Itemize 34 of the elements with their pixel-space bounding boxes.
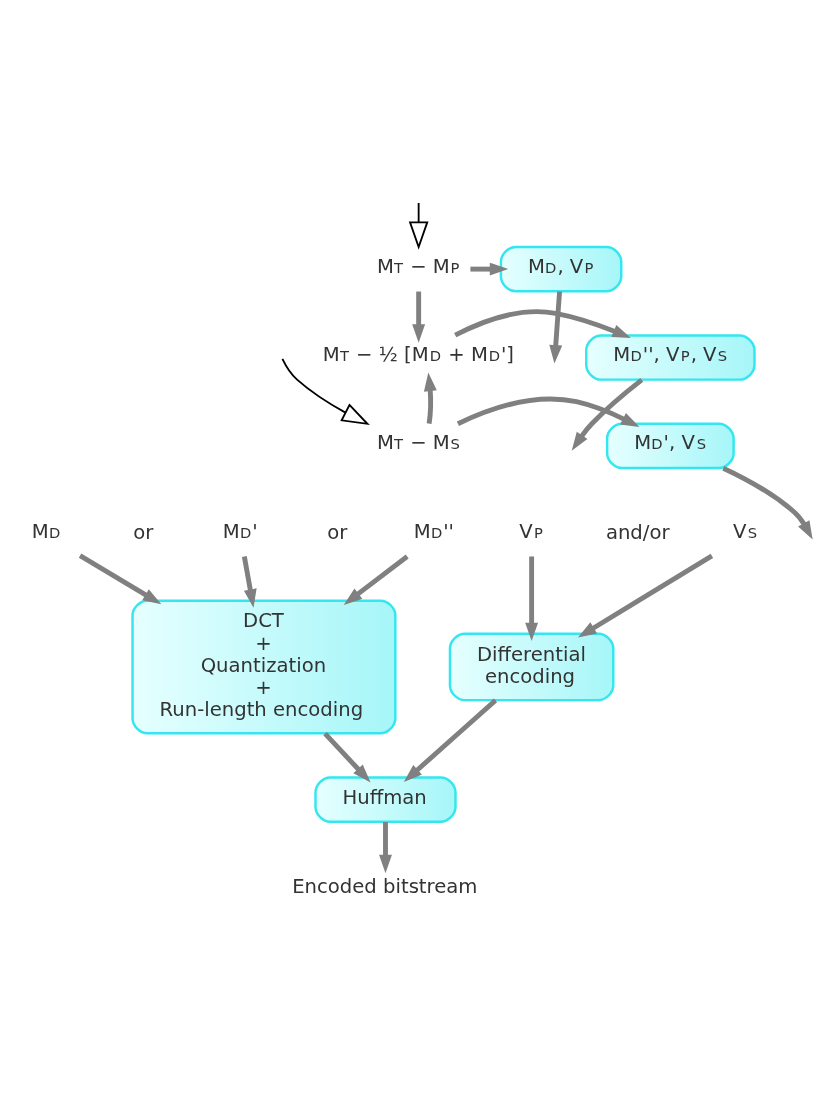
arrow (412, 291, 426, 343)
arrow (525, 556, 539, 641)
arrow (323, 731, 371, 782)
arrow (343, 554, 409, 605)
arrow (549, 290, 563, 364)
arrow (470, 262, 509, 276)
arrow (241, 555, 257, 608)
node-box: Differential encoding (448, 632, 615, 701)
node-text: MD'' (413, 519, 454, 543)
node-text: MT − MS (376, 430, 460, 454)
node-text: MD' (222, 519, 258, 543)
label: and/or (605, 520, 670, 544)
node-box: MD'', VP, VS (585, 333, 756, 381)
node-text: Encoded bitstream (292, 874, 478, 898)
label: or (133, 520, 154, 544)
arrow (408, 201, 429, 250)
node-text: VP (519, 519, 543, 543)
arrow (403, 698, 498, 782)
label: or (327, 520, 348, 544)
node-box: MD', VS (605, 422, 735, 469)
arrow (571, 377, 644, 451)
node-box: MD, VP (499, 245, 623, 292)
arrow (78, 553, 162, 604)
node-box: Huffman (314, 775, 457, 823)
arrow (577, 553, 714, 637)
arrow (456, 396, 640, 427)
node-text: VS (733, 519, 758, 543)
arrow (454, 308, 631, 338)
arrow (722, 465, 813, 539)
node-text: MD (31, 519, 61, 543)
arrow (281, 357, 370, 425)
node-box: DCT + Quantization + Run-length encoding (131, 598, 397, 734)
arrow (423, 372, 437, 424)
arrow (379, 821, 392, 873)
